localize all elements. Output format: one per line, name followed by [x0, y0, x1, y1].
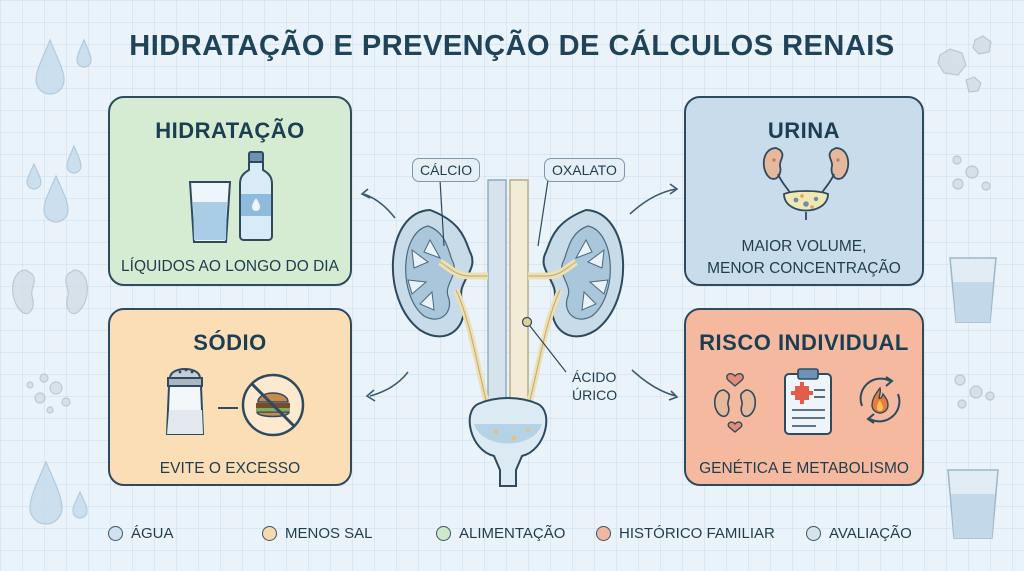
clipboard-icon [784, 368, 832, 435]
legend-food-dot [436, 525, 451, 541]
risk-card-title: RISCO INDIVIDUAL [699, 330, 909, 355]
risk-card: RISCO INDIVIDUAL GENÉTICA [684, 308, 924, 486]
legend-food-label: ALIMENTAÇÃO [459, 524, 566, 542]
uric-acid-label-line2: ÚRICO [572, 387, 618, 403]
legend-item-food: ALIMENTAÇÃO [436, 522, 565, 544]
legend-item-water: ÁGUA [108, 522, 174, 544]
metabolism-flame-icon [859, 376, 901, 424]
salt-shaker-icon [165, 368, 205, 435]
urine-card: URINA MAIOR VOLUME, MENOR CONCENTRAÇÃO [684, 96, 924, 286]
water-glass-icon [188, 181, 232, 243]
legend-evaluation-dot [806, 525, 821, 541]
no-burger-icon [241, 373, 305, 437]
legend-less-salt-label: MENOS SAL [285, 524, 373, 542]
legend-water-dot [108, 525, 123, 541]
legend-evaluation-label: AVALIAÇÃO [829, 524, 912, 542]
page-title: HIDRATAÇÃO E PREVENÇÃO DE CÁLCULOS RENAI… [129, 30, 895, 62]
urine-card-title: URINA [767, 118, 841, 143]
kidneys-heart-icon [713, 373, 757, 433]
sodium-card-text: EVITE O EXCESSO [159, 460, 301, 477]
sodium-card-title: SÓDIO [193, 330, 267, 355]
hydration-card-title: HIDRATAÇÃO [155, 118, 305, 143]
sodium-card: SÓDIO EVITE O EXCESSO [108, 308, 352, 486]
uric-acid-label-line1: ÁCIDO [572, 369, 617, 385]
legend-item-family-history: HISTÓRICO FAMILIAR [596, 522, 775, 544]
legend-family-history-label: HISTÓRICO FAMILIAR [619, 524, 775, 542]
urine-card-text-line1: MAIOR VOLUME, [741, 238, 867, 255]
hydration-card-text: LÍQUIDOS AO LONGO DO DIA [121, 258, 339, 275]
legend-item-evaluation: AVALIAÇÃO [806, 522, 912, 544]
oxalate-label: OXALATO [544, 158, 625, 182]
legend-less-salt-dot [262, 525, 277, 541]
urinary-system-icon [762, 147, 850, 220]
legend-water-label: ÁGUA [131, 524, 174, 542]
water-bottle-icon [239, 151, 273, 241]
legend-family-history-dot [596, 525, 611, 541]
risk-card-text: GENÉTICA E METABOLISMO [699, 460, 909, 477]
dash-separator [218, 407, 238, 409]
urine-card-text-line2: MENOR CONCENTRAÇÃO [707, 260, 901, 277]
calcium-label: CÁLCIO [412, 158, 481, 182]
hydration-card: HIDRATAÇÃO LÍQUIDOS AO LONGO DO DIA [108, 96, 352, 286]
legend-item-less-salt: MENOS SAL [262, 522, 373, 544]
